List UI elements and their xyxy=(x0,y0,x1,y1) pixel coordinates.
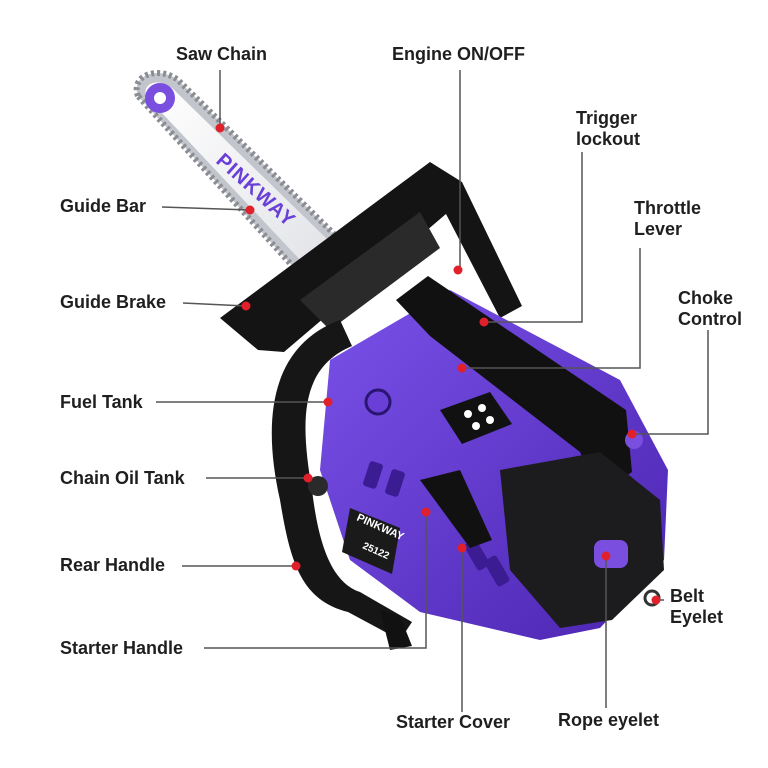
starter-grip xyxy=(420,470,492,548)
callout-saw-chain: Saw Chain xyxy=(176,44,268,64)
callout-starter-cover: Starter Cover xyxy=(396,712,511,732)
callout-rope-eyelet: Rope eyelet xyxy=(558,710,660,730)
cooling-vents xyxy=(363,461,510,587)
handle-foot xyxy=(380,610,412,650)
rope-eyelet-shape xyxy=(594,540,628,568)
callout-markers xyxy=(215,123,661,605)
callout-rear-handle: Rear Handle xyxy=(60,555,166,575)
leader-lines xyxy=(156,70,709,712)
callout-chain-oil-tank: Chain Oil Tank xyxy=(60,468,185,488)
fuel-cap xyxy=(364,388,392,416)
callout-guide-brake: Guide Brake xyxy=(60,292,167,312)
callout-engine-onoff: Engine ON/OFF xyxy=(392,44,525,64)
callout-guide-bar: Guide Bar xyxy=(60,196,147,216)
callout-belt-eyelet: Belt Eyelet xyxy=(670,586,724,627)
callout-trigger-lockout: Trigger lockout xyxy=(576,108,641,149)
engine-block-shape xyxy=(500,452,664,628)
callout-fuel-tank: Fuel Tank xyxy=(60,392,143,412)
callout-choke-control: Choke Control xyxy=(678,288,742,329)
top-handle-shape xyxy=(396,276,632,494)
callout-starter-handle: Starter Handle xyxy=(60,638,184,658)
oil-cap xyxy=(308,476,328,496)
guide-bar-shape: PINKWAY xyxy=(133,70,343,277)
rear-handle-shape xyxy=(271,320,412,640)
warning-label xyxy=(440,392,512,444)
callout-throttle-lever: Throttle Lever xyxy=(634,198,701,239)
